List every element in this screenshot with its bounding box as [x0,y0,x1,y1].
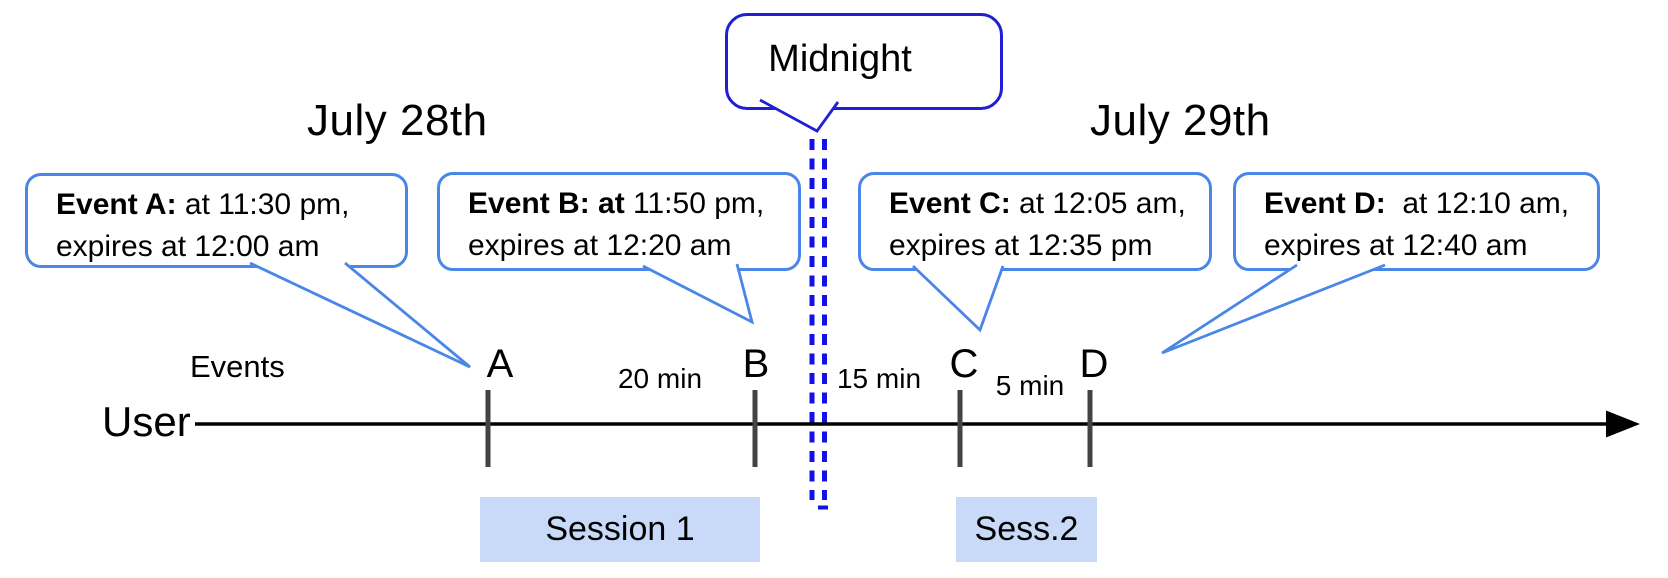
event-tick-c [957,390,963,467]
user-axis-label: User [102,398,191,445]
event-tick-b [752,390,758,467]
event-mark-b: B [742,342,770,386]
interval-label-5min: 5 min [995,370,1065,401]
event-a-time: at 11:30 pm, [176,188,350,221]
event-c-time: at 12:05 am, [1010,187,1186,220]
event-c-title: Event C: [889,187,1011,220]
session-1-box: Session 1 [480,497,760,562]
event-d-title: Event D: [1264,187,1386,220]
event-d-callout-tail [1161,263,1386,355]
event-a-expiry: expires at 12:00 am [56,230,320,263]
session-2-box: Sess.2 [956,497,1097,562]
event-b-expiry: expires at 12:20 am [468,229,732,262]
midnight-callout: Midnight [725,13,1003,110]
event-c-callout: Event C: at 12:05 am, expires at 12:35 p… [858,172,1212,271]
date-label-july-28: July 28th [307,96,488,145]
interval-label-20min: 20 min [617,363,703,394]
date-label-july-29: July 29th [1090,96,1271,145]
event-c-expiry: expires at 12:35 pm [889,229,1153,262]
timeline-arrowhead-icon [1606,410,1640,438]
event-mark-c: C [949,342,979,386]
event-a-title: Event A: [56,188,177,221]
event-b-time: 11:50 pm, [624,187,765,220]
event-tick-d [1087,390,1093,467]
events-row-label: Events [190,349,285,384]
session-1-label: Session 1 [545,510,695,548]
event-d-expiry: expires at 12:40 am [1264,229,1528,262]
interval-label-15min: 15 min [836,363,922,394]
event-c-callout-tail [912,264,1005,333]
event-b-callout: Event B: at 11:50 pm, expires at 12:20 a… [437,172,801,271]
midnight-label: Midnight [768,38,912,80]
session-2-label: Sess.2 [974,510,1079,548]
event-mark-a: A [486,342,514,386]
event-d-time: at 12:10 am, [1385,187,1570,220]
event-mark-d: D [1079,342,1109,386]
event-b-callout-tail [642,263,755,325]
event-tick-a [485,390,491,467]
event-d-callout: Event D: at 12:10 am, expires at 12:40 a… [1233,172,1600,271]
event-b-title: Event B: at [468,187,625,220]
event-a-callout: Event A: at 11:30 pm, expires at 12:00 a… [25,173,408,268]
